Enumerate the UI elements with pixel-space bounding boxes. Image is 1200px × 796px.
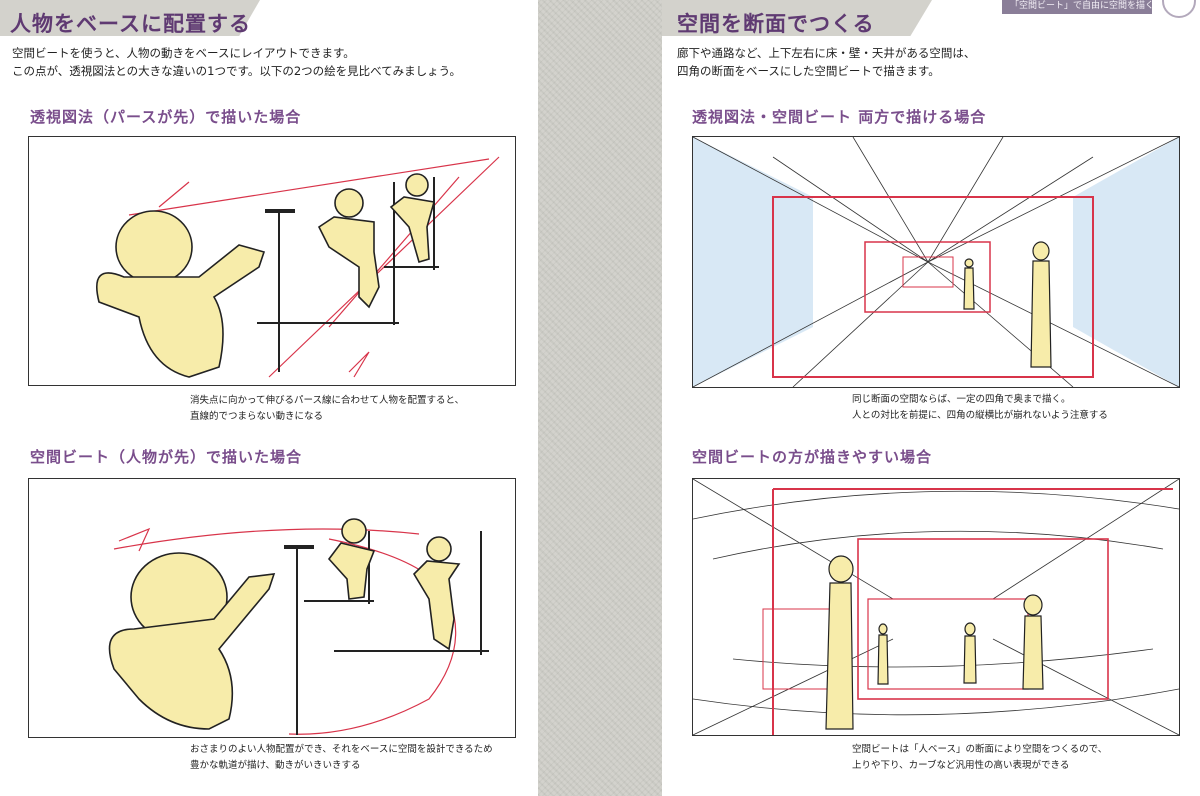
intro-text: 廊下や通路など、上下左右に床・壁・天井がある空間は、 四角の断面をベースにした空… xyxy=(677,46,976,78)
figure-first-drawing xyxy=(108,518,489,735)
figure2-caption: おさまりのよい人物配置ができ、それをベースに空間を設計できるため 豊かな軌道が描… xyxy=(190,744,493,771)
figure1-caption: 消失点に向かって伸びるパース線に合わせて人物を配置すると、 直線的でつまらない動… xyxy=(190,395,465,422)
intro-text: 空間ビートを使うと、人物の動きをベースにレイアウトできます。 この点が、透視図法… xyxy=(12,46,461,78)
section-title: 人物をベースに配置する xyxy=(10,12,251,36)
figure1-heading: 透視図法・空間ビート 両方で描ける場合 xyxy=(692,108,987,126)
illustration-corridor-straight xyxy=(692,136,1180,388)
page-number-circle xyxy=(1162,0,1196,18)
corridor-straight-drawing xyxy=(693,137,1179,387)
illustration-figure-first xyxy=(28,478,516,738)
illustration-perspective-first xyxy=(28,136,516,386)
figure1-caption: 同じ断面の空間ならば、一定の四角で奥まで描く。 人との対比を前提に、四角の縦横比… xyxy=(852,394,1108,421)
left-page: 人物をベースに配置する 空間ビートを使うと、人物の動きをベースにレイアウトできま… xyxy=(0,0,538,796)
figure2-heading: 空間ビート（人物が先）で描いた場合 xyxy=(30,448,303,466)
corridor-curved-drawing xyxy=(693,479,1179,735)
section-title: 空間を断面でつくる xyxy=(677,12,875,36)
running-header: 「空間ビート」で自由に空間を描く xyxy=(1002,0,1152,14)
figure2-caption: 空間ビートは「人ベース」の断面により空間をつくるので、 上りや下り、カーブなど汎… xyxy=(852,744,1108,771)
page-gutter xyxy=(538,0,662,796)
illustration-corridor-curved xyxy=(692,478,1180,736)
perspective-first-drawing xyxy=(95,156,500,378)
figure1-heading: 透視図法（パースが先）で描いた場合 xyxy=(30,108,302,126)
heading-band xyxy=(662,0,932,36)
right-page: 「空間ビート」で自由に空間を描く 空間を断面でつくる 廊下や通路など、上下左右に… xyxy=(662,0,1200,796)
figure2-heading: 空間ビートの方が描きやすい場合 xyxy=(692,448,933,466)
heading-band xyxy=(0,0,260,36)
